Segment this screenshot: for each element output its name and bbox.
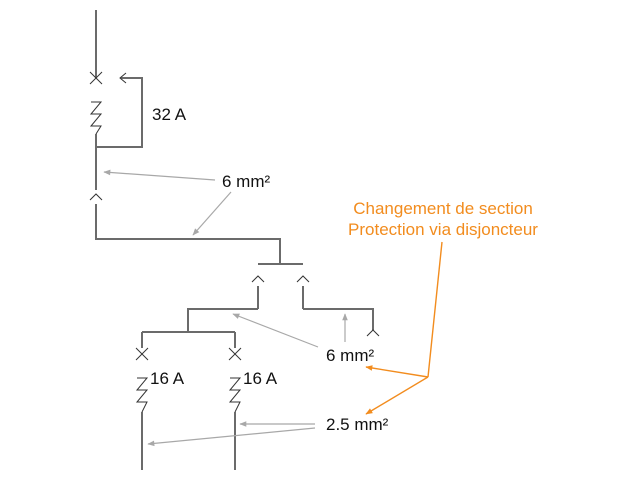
breaker-cross-icon [228,347,242,361]
trip-link [96,77,143,148]
section-label-upper: 6 mm² [222,172,271,191]
section-label-lower: 2.5 mm² [326,415,389,434]
connector-icon [366,329,380,337]
breaker-cross-icon [135,347,149,361]
connector-icon [296,275,310,283]
branch-breaker-2-rating-label: 16 A [243,369,278,388]
section-label-middle: 6 mm² [326,346,375,365]
annotation-line-1: Changement de section [353,199,533,218]
thermal-trip-icon [135,377,149,413]
thermal-trip-icon [89,101,103,135]
branch-breaker-1-rating-label: 16 A [150,369,185,388]
main-breaker-rating-label: 32 A [152,105,187,124]
breaker-cross-icon [89,71,103,85]
section-leader-arrows [103,169,348,447]
connector-icon [251,275,265,283]
trip-link-arrow-icon [119,72,127,84]
connector-icon [89,193,103,201]
branch-circuit-2 [228,332,242,470]
branch-circuit-1 [135,332,149,470]
main-feeder [89,10,143,190]
thermal-trip-icon [228,377,242,413]
annotation-arrows [365,241,443,415]
annotation-line-2: Protection via disjoncteur [348,220,538,239]
